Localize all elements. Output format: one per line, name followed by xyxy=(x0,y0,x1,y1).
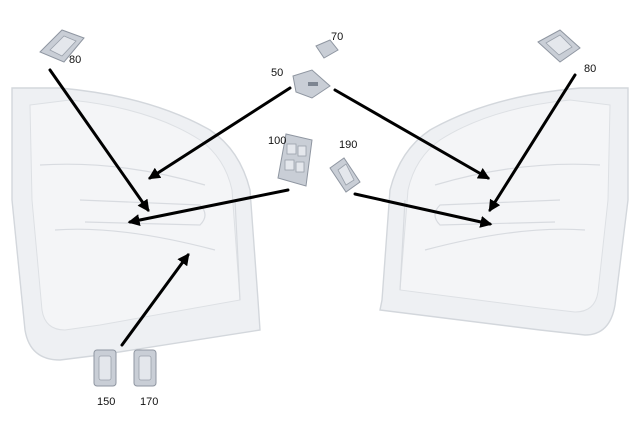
arrow-driver-window-switch xyxy=(127,188,290,226)
driver-window-switch-part xyxy=(277,133,313,187)
callout-passenger-window-switch: 190 xyxy=(339,139,357,151)
right-mirror-switch-part xyxy=(537,29,581,63)
arrow-passenger-window-switch xyxy=(353,192,493,228)
arrows xyxy=(48,68,577,347)
control-unit-part xyxy=(292,69,331,99)
callout-rear-switch-b: 170 xyxy=(140,396,158,408)
arrow-right-mirror xyxy=(488,73,577,213)
arrow-rear-switch xyxy=(120,253,190,347)
arrow-control-unit-right xyxy=(333,88,491,180)
callout-right-mirror-switch: 80 xyxy=(584,63,596,75)
callout-left-mirror-switch: 80 xyxy=(69,54,81,66)
left-door xyxy=(11,87,261,361)
arrow-control-unit-left xyxy=(147,86,292,180)
arrow-left-mirror xyxy=(48,68,150,212)
callout-rear-switch-a: 150 xyxy=(97,396,115,408)
left-mirror-switch-part xyxy=(39,29,85,63)
callout-driver-window-switch: 100 xyxy=(268,135,286,147)
top-small-part xyxy=(315,39,339,59)
rear-switch-a-part xyxy=(93,349,117,387)
passenger-window-switch-part xyxy=(329,157,361,193)
callout-control-unit: 50 xyxy=(271,67,283,79)
callout-top-small-part: 70 xyxy=(331,31,343,43)
right-door xyxy=(379,87,629,336)
rear-switch-b-part xyxy=(133,349,157,387)
